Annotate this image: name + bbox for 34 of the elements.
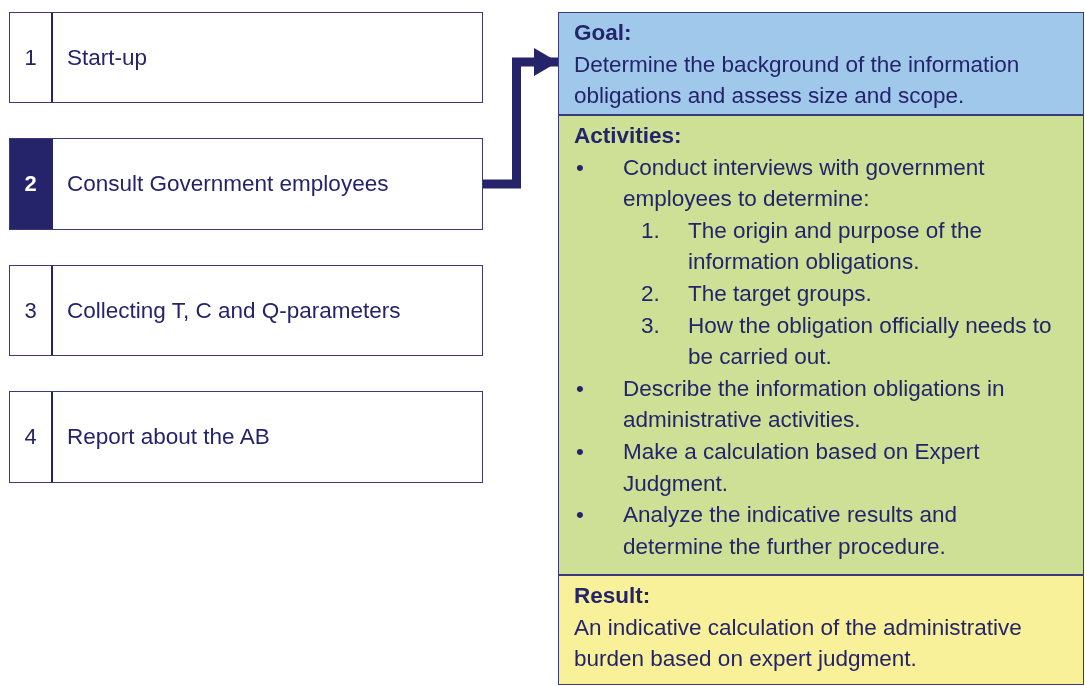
list-number: 3. [641, 311, 661, 340]
step-label: Start-up [67, 44, 148, 71]
step-number: 1 [10, 13, 53, 102]
panel-heading: Result: [574, 582, 652, 610]
panel-text: An indicative calculation of the administrative burden based on expert judgment. [574, 613, 1023, 674]
panel-heading: Activities: [574, 122, 683, 150]
list-item-text: Make a calculation based on Expert Judgment. [623, 437, 981, 498]
list-number: 2. [641, 279, 661, 308]
list-item-text: How the obligation officially needs to be carried out. [688, 311, 1053, 372]
step-label: Report about the AB [67, 424, 270, 450]
activities-panel [558, 115, 1084, 575]
step-label: Collecting T, C and Q-parameters [67, 297, 401, 324]
step-box [9, 391, 483, 483]
step-label: Consult Government employees [67, 171, 389, 197]
step-number: 2 [10, 139, 53, 229]
panel-heading: Goal: [574, 19, 633, 47]
list-number: 1. [641, 216, 661, 245]
bullet-marker: • [576, 501, 585, 530]
step-box [9, 12, 483, 103]
list-item-text: Conduct interviews with government employees to determine: [623, 153, 986, 214]
step-box [9, 265, 483, 356]
panel-text: Determine the background of the information obligations and assess size and scope. [574, 50, 1021, 111]
bullet-marker: • [576, 374, 585, 403]
list-item-text: Analyze the indicative results and determine the further procedure. [623, 501, 958, 561]
list-item-text: Describe the information obligations in administrative activities. [623, 374, 1006, 435]
list-item-text: The origin and purpose of the information obligations. [688, 216, 983, 277]
bullet-marker: • [576, 437, 585, 466]
step-box [9, 138, 483, 230]
step-number: 4 [10, 392, 53, 482]
bullet-marker: • [576, 153, 585, 182]
step-number: 3 [10, 266, 53, 355]
list-item-text: The target groups. [688, 279, 873, 308]
goal-panel [558, 12, 1084, 115]
result-panel [558, 575, 1084, 685]
